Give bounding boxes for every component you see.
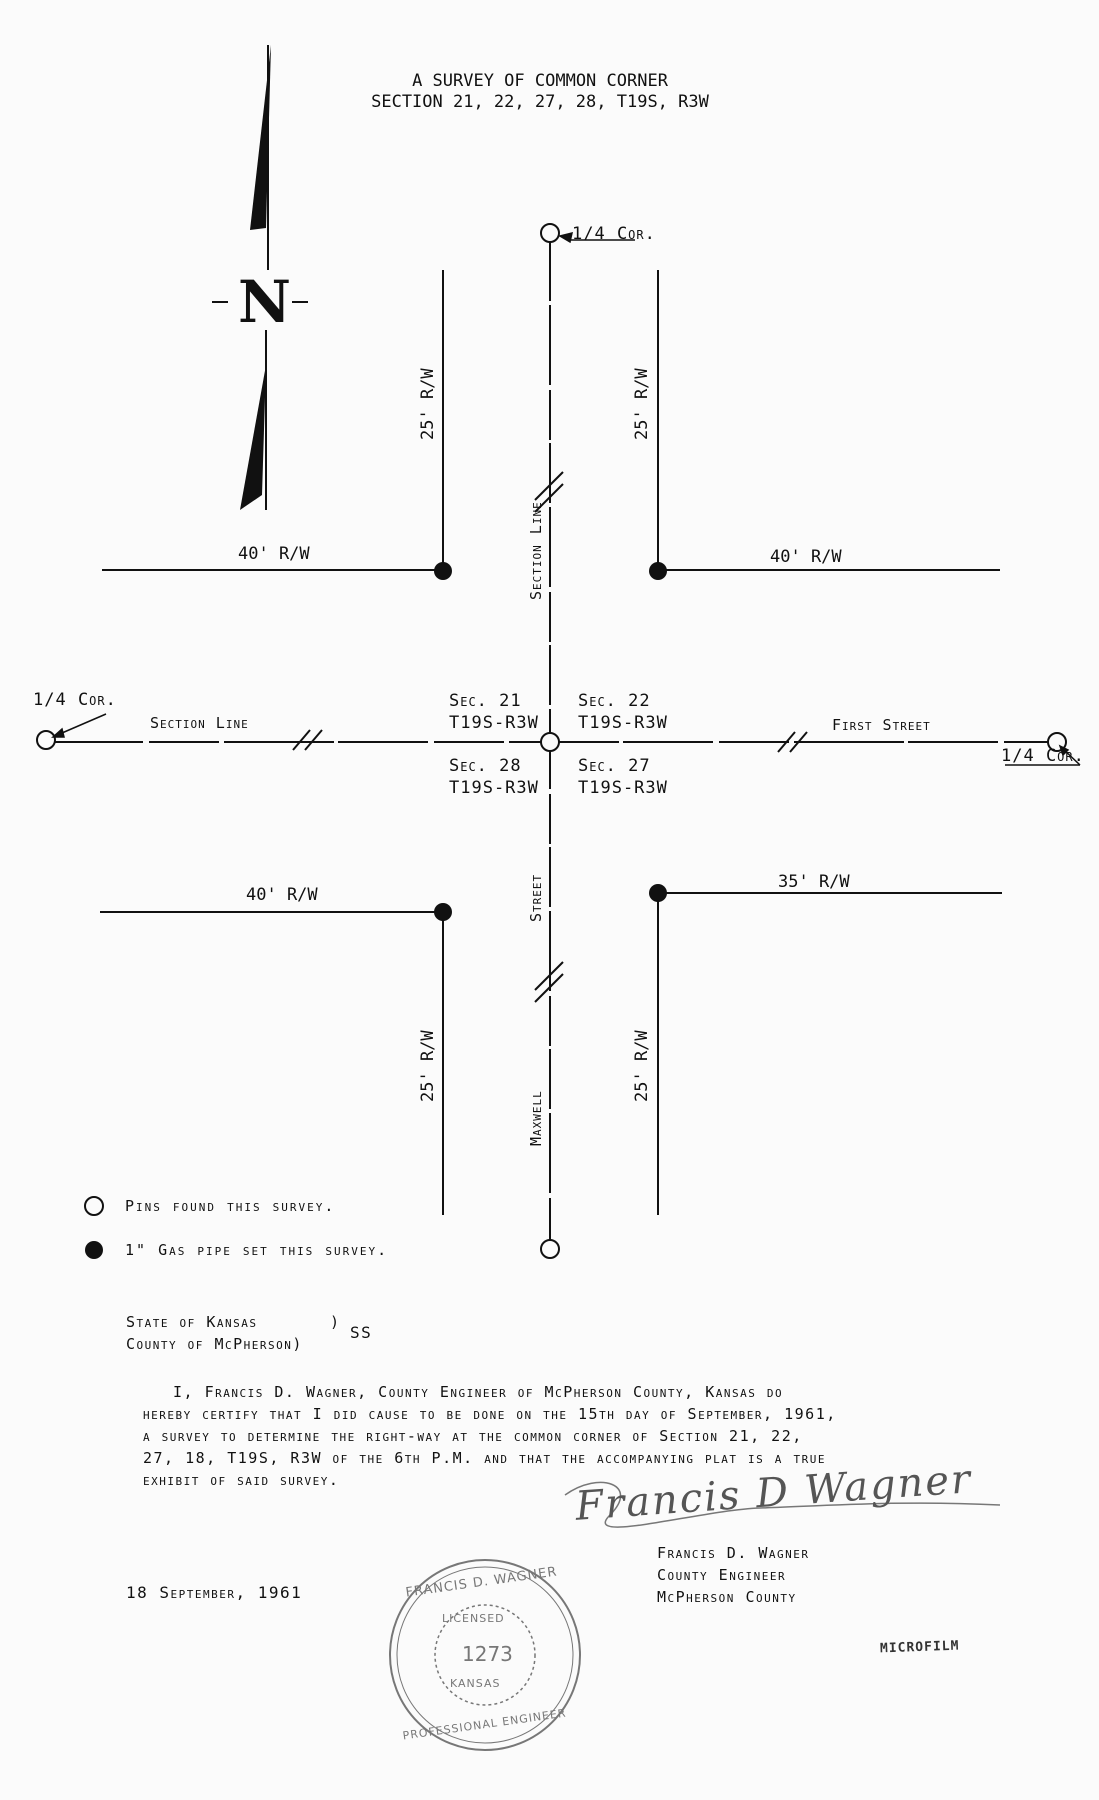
leader-arrows xyxy=(51,231,1081,766)
certification-paragraph: I, Francis D. Wagner, County Engineer of… xyxy=(143,1381,837,1491)
signer-title: County Engineer xyxy=(657,1566,787,1584)
row-label-nw-vertical: 25' R/W xyxy=(418,368,438,440)
maxwell-label: Maxwell xyxy=(527,1090,545,1146)
row-label-se-vertical: 25' R/W xyxy=(632,1030,652,1102)
signer-name: Francis D. Wagner xyxy=(657,1544,810,1562)
county-line: County of McPherson) xyxy=(126,1335,303,1353)
legend-open-pin-text: Pins found this survey. xyxy=(125,1197,336,1215)
section-line-label-vertical: Section Line xyxy=(527,501,545,600)
signature-block: Francis D. Wagner County Engineer McPher… xyxy=(657,1542,810,1608)
title-line-2: SECTION 21, 22, 27, 28, T19S, R3W xyxy=(371,92,709,112)
certification-line-2: hereby certify that I did cause to be do… xyxy=(143,1405,837,1423)
title-line-1: A SURVEY OF COMMON CORNER xyxy=(412,71,668,91)
page-title: A SURVEY OF COMMON CORNER SECTION 21, 22… xyxy=(0,71,1080,113)
pin-found-markers xyxy=(36,223,1067,1259)
microfilm-stamp: MICROFILM xyxy=(879,1638,960,1657)
street-label: Street xyxy=(527,873,545,922)
row-label-nw-horizontal: 40' R/W xyxy=(238,544,310,564)
certification-line-1: I, Francis D. Wagner, County Engineer of… xyxy=(173,1383,784,1401)
legend-filled-pin-text: 1" Gas pipe set this survey. xyxy=(125,1241,389,1259)
seal-inner-bottom-text: KANSAS xyxy=(450,1677,501,1690)
state-paren: ) xyxy=(330,1313,341,1331)
document-date: 18 September, 1961 xyxy=(126,1583,303,1602)
north-arrow-icon xyxy=(212,45,308,510)
ss-mark: SS xyxy=(350,1323,373,1342)
sec28-label: Sec. 28 T19S-R3W xyxy=(449,755,539,799)
sec22-township-range: T19S-R3W xyxy=(578,713,668,733)
sec27-label: Sec. 27 T19S-R3W xyxy=(578,755,668,799)
sec22-number: Sec. 22 xyxy=(578,691,651,711)
sec27-number: Sec. 27 xyxy=(578,756,651,776)
row-label-ne-horizontal: 40' R/W xyxy=(770,547,842,567)
sec21-number: Sec. 21 xyxy=(449,691,522,711)
legend-filled-pin-icon xyxy=(85,1241,103,1259)
gas-pipe-markers xyxy=(434,562,667,921)
sec21-township-range: T19S-R3W xyxy=(449,713,539,733)
sec28-number: Sec. 28 xyxy=(449,756,522,776)
certification-line-5: exhibit of said survey. xyxy=(143,1471,340,1489)
seal-inner-top-text: LICENSED xyxy=(442,1612,505,1625)
sec22-label: Sec. 22 T19S-R3W xyxy=(578,690,668,734)
legend-open-pin-icon xyxy=(84,1196,104,1216)
engineer-seal xyxy=(389,1559,581,1751)
state-line: State of Kansas xyxy=(126,1313,258,1331)
quarter-corner-label-north: 1/4 Cor. xyxy=(572,224,656,244)
section-line-label-horizontal: Section Line xyxy=(150,714,249,732)
row-label-se-horizontal: 35' R/W xyxy=(778,872,850,892)
row-label-sw-vertical: 25' R/W xyxy=(418,1030,438,1102)
certification-line-4: 27, 18, T19S, R3W of the 6th P.M. and th… xyxy=(143,1449,826,1467)
first-street-label: First Street xyxy=(832,716,931,734)
row-label-ne-vertical: 25' R/W xyxy=(632,368,652,440)
row-label-sw-horizontal: 40' R/W xyxy=(246,885,318,905)
sec28-township-range: T19S-R3W xyxy=(449,778,539,798)
sec21-label: Sec. 21 T19S-R3W xyxy=(449,690,539,734)
quarter-corner-label-east: 1/4 Cor. xyxy=(1001,746,1085,766)
signature-flourish xyxy=(564,1481,1001,1528)
seal-number: 1273 xyxy=(462,1642,513,1666)
quarter-corner-label-west: 1/4 Cor. xyxy=(33,690,117,710)
sec27-township-range: T19S-R3W xyxy=(578,778,668,798)
certification-line-3: a survey to determine the right-way at t… xyxy=(143,1427,803,1445)
north-label: N xyxy=(238,268,292,336)
signer-county: McPherson County xyxy=(657,1588,797,1606)
